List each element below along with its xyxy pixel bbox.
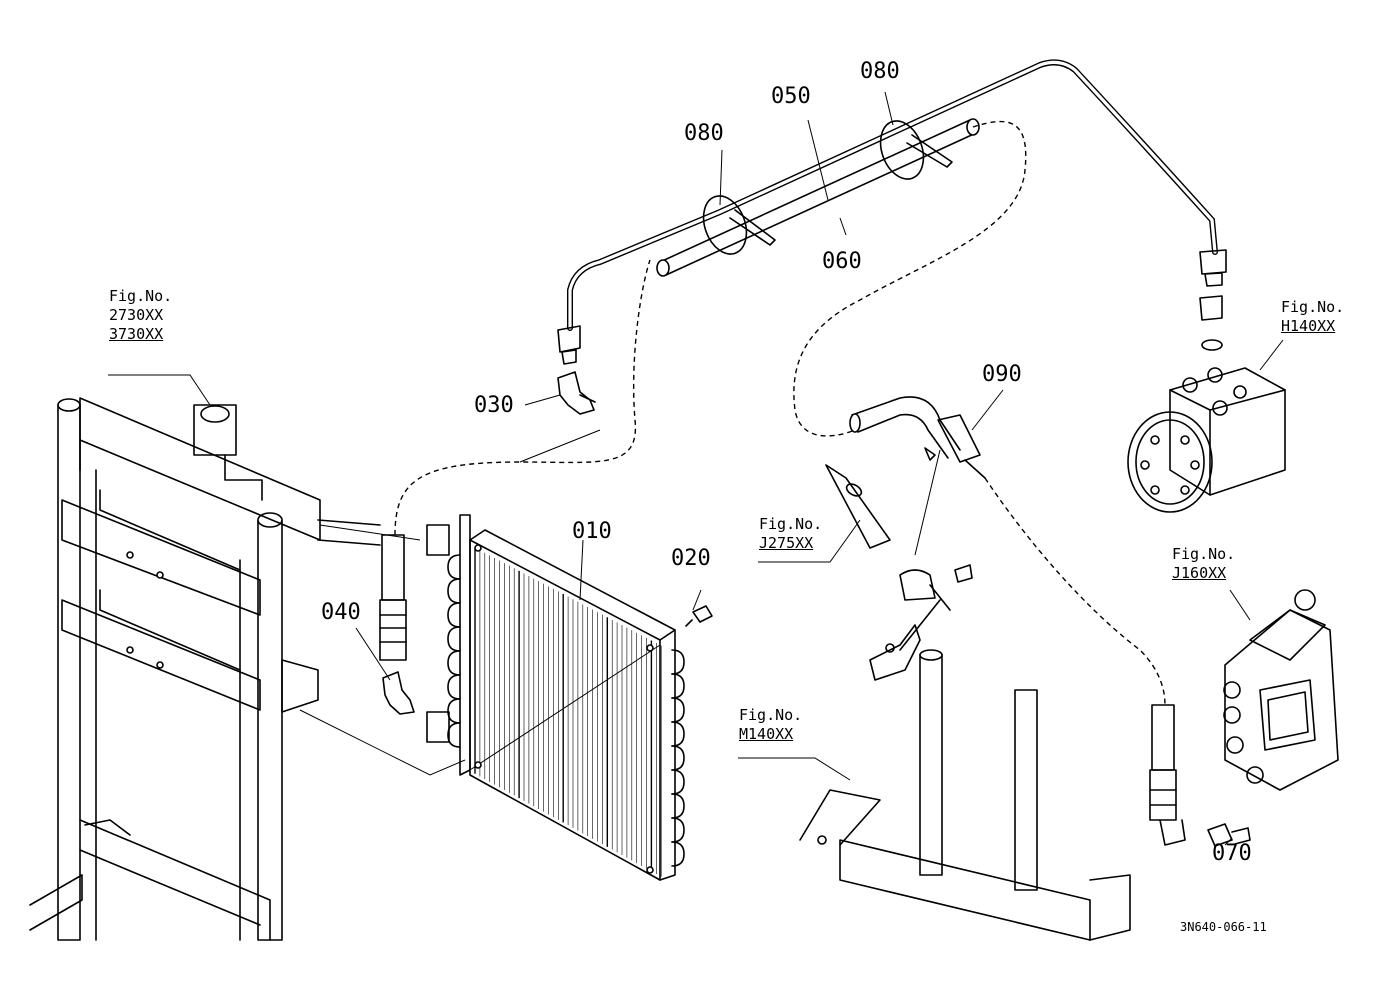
frame-assembly bbox=[29, 397, 381, 941]
label-part-090: 090 bbox=[982, 362, 1022, 387]
clamp-080-left bbox=[702, 195, 776, 255]
label-part-070: 070 bbox=[1212, 841, 1252, 866]
label-part-060: 060 bbox=[822, 249, 862, 274]
label-part-030: 030 bbox=[474, 393, 514, 418]
figref-m140-code: M140XX bbox=[739, 725, 794, 743]
bolt-020 bbox=[685, 605, 713, 627]
figref-frame-title: Fig.No. bbox=[109, 287, 173, 305]
hose-040 bbox=[379, 534, 407, 661]
figref-valve: Fig.No. J160XX bbox=[1172, 545, 1235, 583]
drawing-number: 3N640-066-11 bbox=[1180, 920, 1267, 934]
oil-cooler-core bbox=[426, 514, 685, 881]
figref-steering-title: Fig.No. bbox=[1281, 298, 1345, 316]
elbow-fitting-030 bbox=[557, 371, 596, 415]
figref-steering: Fig.No. H140XX bbox=[1281, 298, 1344, 336]
return-hose bbox=[394, 259, 651, 536]
figref-frame-code-2: 3730XX bbox=[109, 325, 164, 343]
elbow-fitting-040 bbox=[382, 671, 415, 715]
steering-unit bbox=[1127, 367, 1286, 513]
label-part-050: 050 bbox=[771, 84, 811, 109]
label-part-020: 020 bbox=[671, 546, 711, 571]
figref-m140-title: Fig.No. bbox=[739, 706, 803, 724]
pipe-050 bbox=[557, 59, 1227, 365]
fitting-070 bbox=[1207, 823, 1251, 847]
label-part-010: 010 bbox=[572, 519, 612, 544]
hose-090 bbox=[849, 396, 1186, 846]
figref-frame-code-1: 2730XX bbox=[109, 306, 164, 324]
label-part-080-left: 080 bbox=[684, 121, 724, 146]
figref-j275-title: Fig.No. bbox=[759, 515, 823, 533]
figref-j275: Fig.No. J275XX bbox=[759, 515, 822, 553]
label-part-040: 040 bbox=[321, 600, 361, 625]
hose-060 bbox=[656, 118, 1027, 437]
support-bracket bbox=[799, 447, 1131, 941]
figref-steering-code: H140XX bbox=[1281, 317, 1336, 335]
label-part-080-right: 080 bbox=[860, 59, 900, 84]
figref-valve-title: Fig.No. bbox=[1172, 545, 1236, 563]
figref-j275-code: J275XX bbox=[759, 534, 814, 552]
figref-valve-code: J160XX bbox=[1172, 564, 1227, 582]
control-valve bbox=[1223, 589, 1339, 791]
figref-frame: Fig.No. 2730XX 3730XX bbox=[109, 287, 172, 344]
sleeve-j275 bbox=[825, 464, 891, 549]
figref-m140: Fig.No. M140XX bbox=[739, 706, 802, 744]
